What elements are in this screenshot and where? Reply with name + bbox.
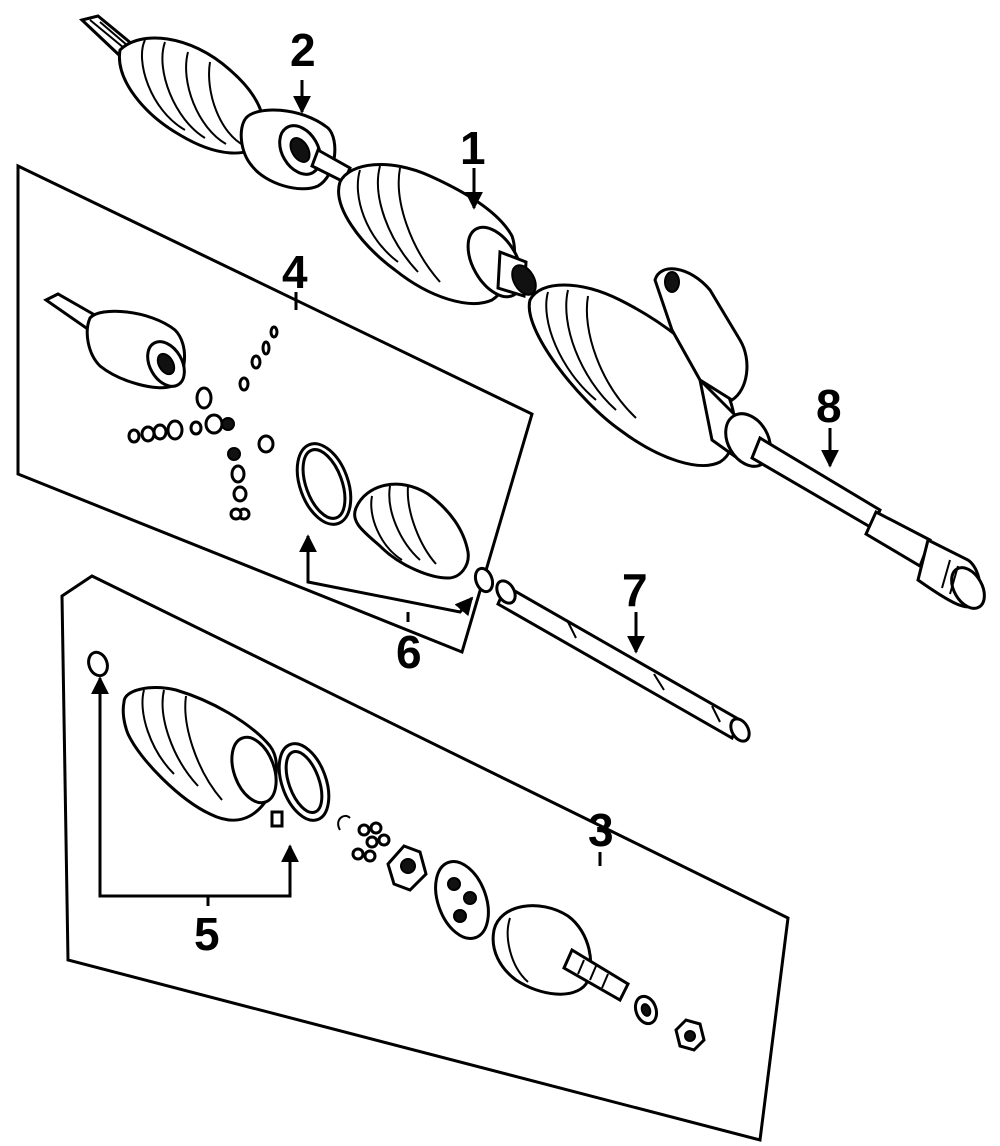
inner-cv-boot <box>337 163 537 305</box>
half-shaft-7 <box>495 579 751 743</box>
inner-joint-housing <box>527 267 772 468</box>
axle-shaft-assembly <box>78 14 986 610</box>
axle-nut <box>674 1018 706 1052</box>
inner-joint-kit-box <box>16 163 534 655</box>
boot-clamp-small <box>473 566 495 594</box>
inner-boot-kit <box>353 482 470 580</box>
kit-small-parts <box>127 325 279 521</box>
bearing-cage <box>434 860 490 940</box>
leader-bracket-6 <box>299 534 474 622</box>
outer-cv-joint <box>491 904 630 1003</box>
callout-8: 8 <box>816 380 842 432</box>
callout-6: 6 <box>396 626 422 678</box>
outer-joint-kit-box <box>60 574 790 1142</box>
outer-boot-kit <box>121 686 278 822</box>
callout-7: 7 <box>622 564 648 616</box>
boot-clamp-large <box>295 442 353 526</box>
inner-race <box>386 844 428 892</box>
center-bearing <box>239 108 337 191</box>
outer-boot-clamp-small <box>87 650 109 678</box>
leader-bracket-5 <box>91 676 299 906</box>
inner-joint-housing-small <box>43 292 187 390</box>
long-output-shaft <box>750 435 986 610</box>
callout-4: 4 <box>282 246 308 298</box>
callout-1: 1 <box>460 122 486 174</box>
outer-kit-small-parts <box>337 814 391 863</box>
callout-3: 3 <box>588 804 614 856</box>
outer-boot-clamp-large <box>270 742 331 828</box>
outer-stub-shaft <box>78 14 135 56</box>
callout-2: 2 <box>290 24 316 76</box>
callout-5: 5 <box>194 908 220 960</box>
washer <box>633 994 659 1026</box>
